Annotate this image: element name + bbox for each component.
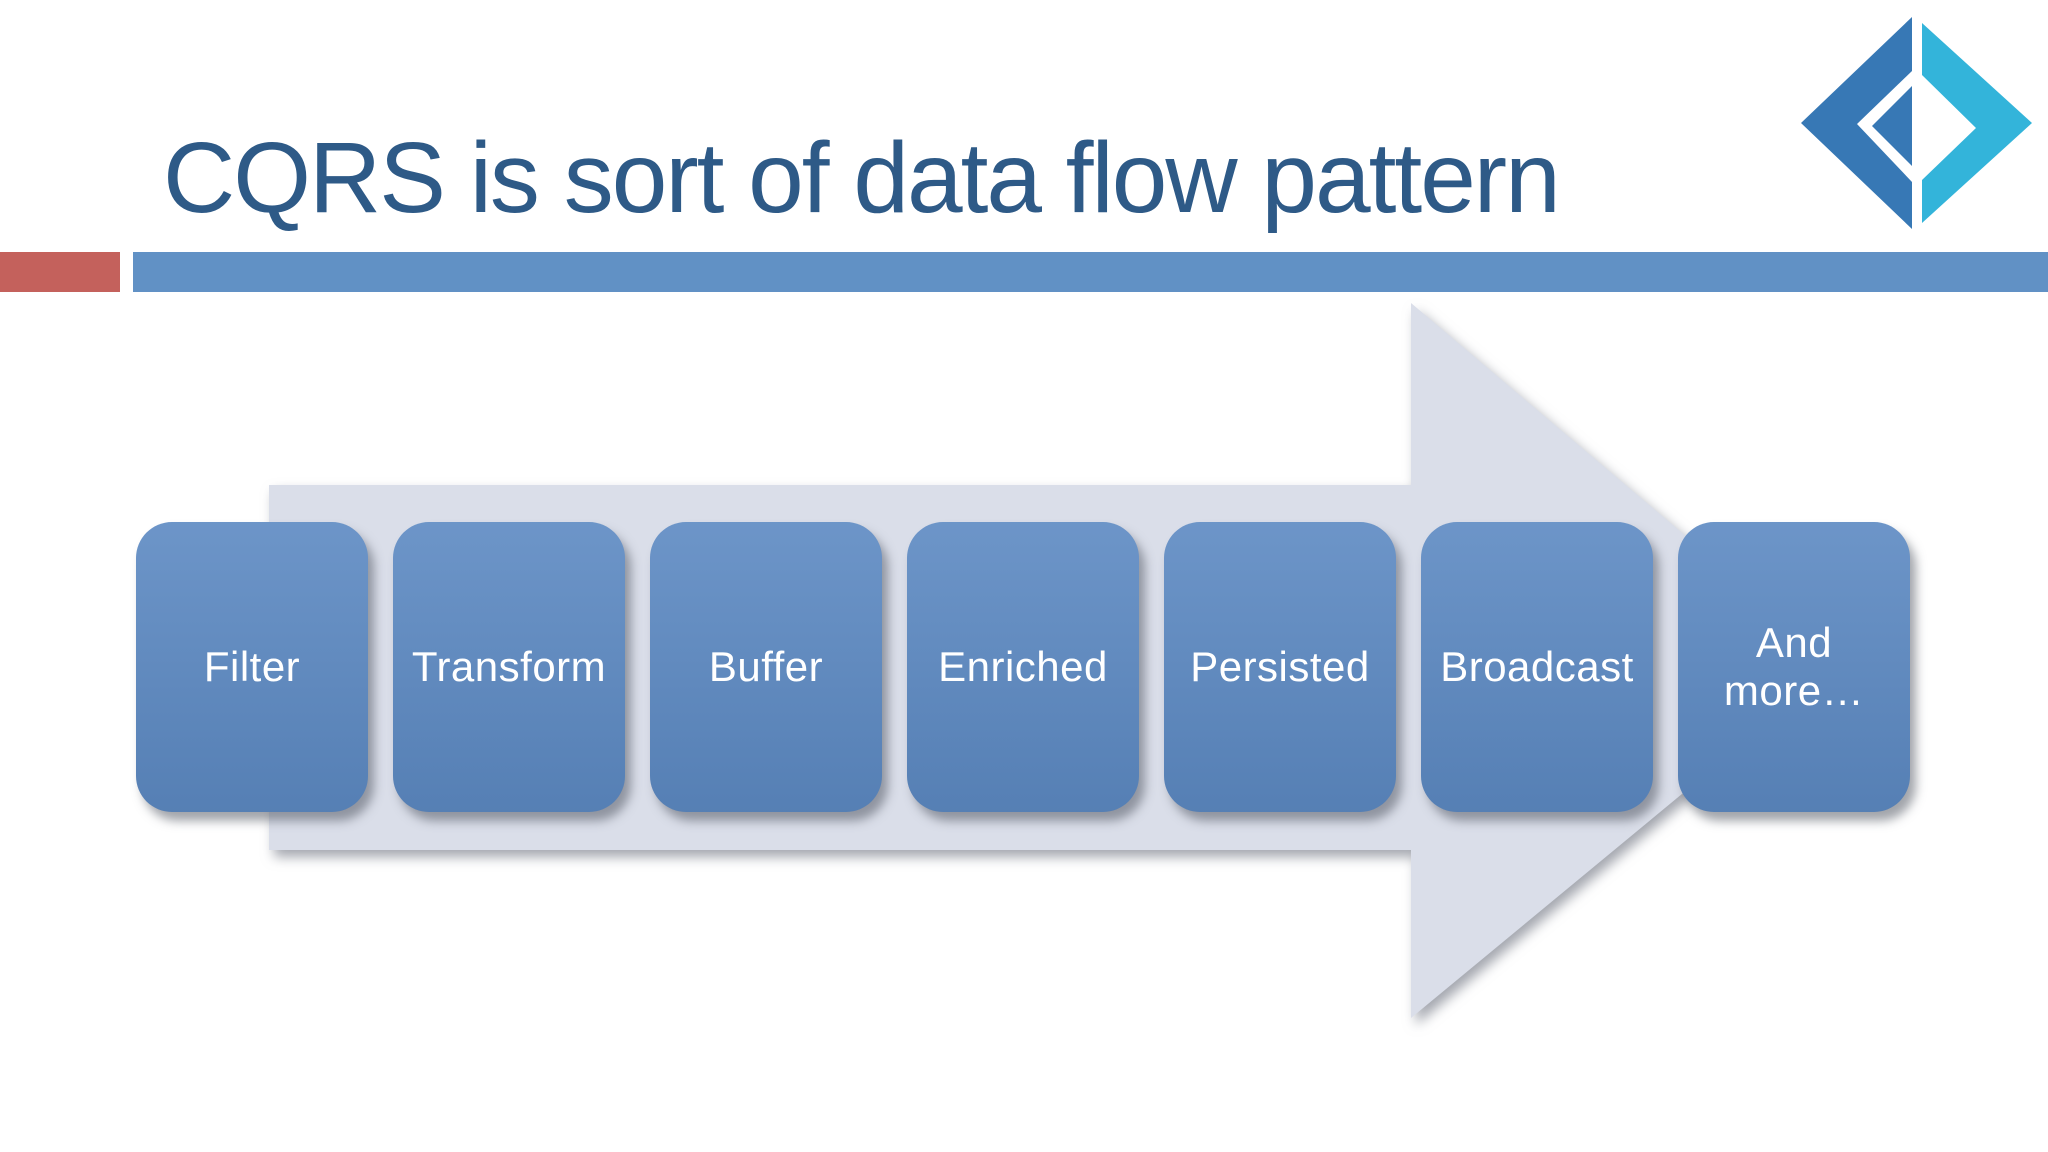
flow-step-label: And more… — [1723, 618, 1865, 714]
flow-step-label: Buffer — [708, 642, 824, 690]
flow-step-label: Transform — [411, 642, 607, 690]
accent-block-red — [0, 252, 120, 292]
flow-step-label: Broadcast — [1440, 642, 1634, 690]
flow-step: Broadcast — [1421, 522, 1653, 812]
flow-step-label: Filter — [203, 642, 301, 690]
title-underline-bar — [133, 252, 2048, 292]
logo-left-diamond-shape — [1801, 17, 1912, 229]
flow-step-label: Enriched — [938, 642, 1108, 690]
flow-step: Persisted — [1164, 522, 1396, 812]
flow-step: Filter — [136, 522, 368, 812]
page-title: CQRS is sort of data flow pattern — [163, 122, 1561, 234]
flow-step-label: Persisted — [1190, 642, 1370, 690]
flow-step: And more… — [1678, 522, 1910, 812]
fsharp-logo — [1801, 17, 2032, 229]
logo-inner-triangle-shape — [1872, 86, 1912, 166]
logo-right-diamond-shape — [1922, 23, 2032, 223]
flow-step: Buffer — [650, 522, 882, 812]
flow-step: Transform — [393, 522, 625, 812]
flow-step: Enriched — [907, 522, 1139, 812]
